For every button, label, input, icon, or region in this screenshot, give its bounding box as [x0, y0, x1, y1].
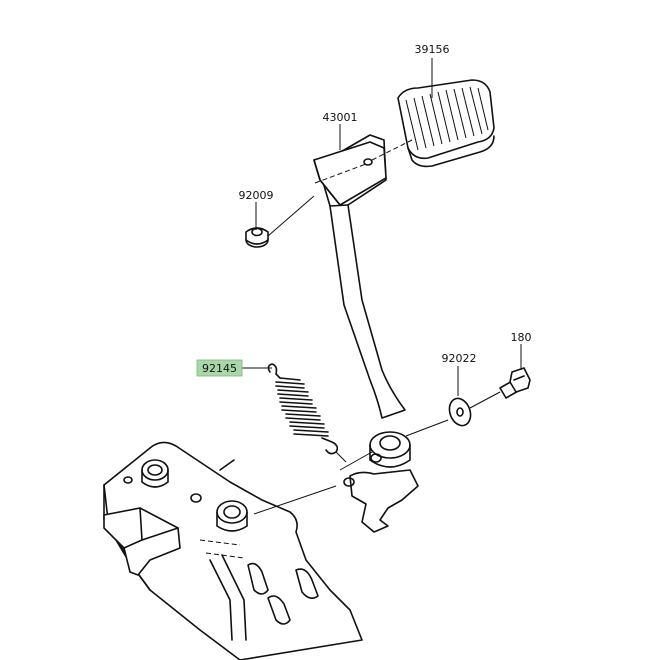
- nut-92009: [245, 227, 269, 248]
- svg-text:92145: 92145: [202, 362, 237, 375]
- axis-washer-bolt: [469, 391, 501, 409]
- part-label-92009[interactable]: 92009: [239, 189, 274, 202]
- axis-pivot-right: [405, 419, 449, 437]
- footrest-bracket: [103, 441, 363, 660]
- axis-bracket: [253, 485, 337, 515]
- brake-pedal-arm: [313, 134, 419, 533]
- svg-text:39156: 39156: [415, 43, 450, 56]
- svg-text:92022: 92022: [442, 352, 477, 365]
- svg-text:92009: 92009: [239, 189, 274, 202]
- svg-text:43001: 43001: [323, 111, 358, 124]
- part-label-43001[interactable]: 43001: [323, 111, 358, 124]
- axis-92009: [267, 195, 315, 237]
- axis-pivot-left: [339, 451, 373, 471]
- part-label-39156[interactable]: 39156: [415, 43, 450, 56]
- svg-text:180: 180: [511, 331, 532, 344]
- highlight-box: [196, 359, 243, 377]
- part-label-92022[interactable]: 92022: [442, 352, 477, 365]
- spring-92145: [267, 363, 339, 455]
- axis-92145: [335, 451, 347, 463]
- washer-92022: [448, 397, 472, 427]
- part-label-180[interactable]: 180: [511, 331, 532, 344]
- bolt-180: [499, 367, 531, 399]
- pedal-rubber: [397, 79, 495, 168]
- part-label-92145[interactable]: 92145: [196, 359, 243, 377]
